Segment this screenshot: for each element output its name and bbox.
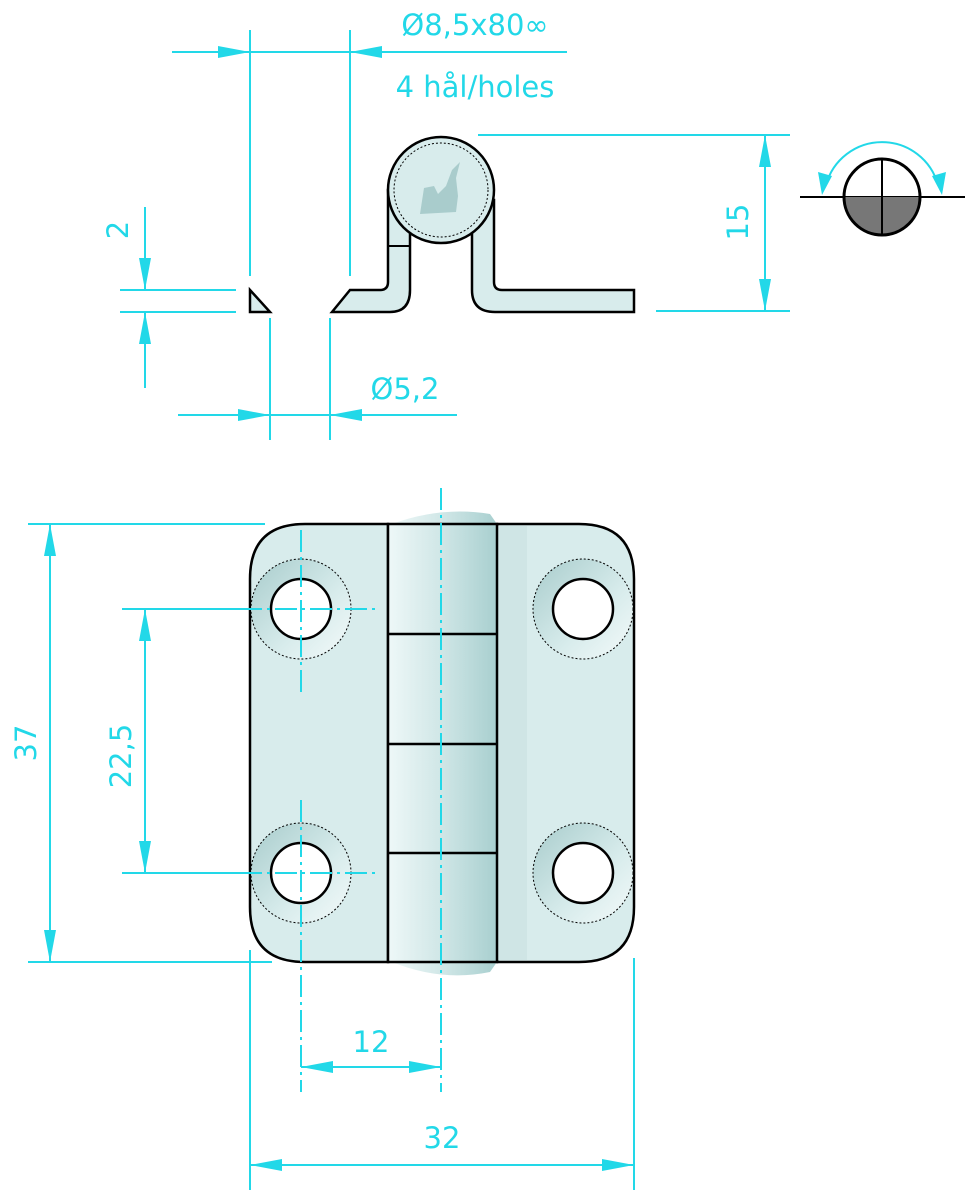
- hole-diameter-label: Ø5,2: [371, 372, 440, 406]
- knuckle-section: [386, 135, 496, 245]
- thickness-label: 2: [101, 221, 135, 239]
- dimension-hole-spec: Ø8,5x80∞ 4 hål/holes: [172, 8, 567, 276]
- brand-logo-icon: [420, 162, 460, 214]
- dimension-thickness-2: 2: [101, 207, 236, 388]
- dimension-hole-diameter: Ø5,2: [178, 318, 457, 440]
- leaf-tip-left: [248, 286, 273, 314]
- hole-count-label: 4 hål/holes: [396, 70, 555, 104]
- center-offset-label: 12: [353, 1025, 390, 1059]
- side-view: [248, 135, 636, 314]
- width-32-label: 32: [424, 1121, 461, 1155]
- height-37-label: 37: [9, 725, 43, 762]
- height-15-label: 15: [721, 204, 755, 241]
- mounting-hole: [532, 822, 634, 924]
- dimension-hole-spacing: 22,5: [104, 608, 240, 874]
- dimension-height-15: 15: [478, 134, 790, 312]
- right-leaf-section: [470, 198, 636, 314]
- hole-spec-label: Ø8,5x80∞: [401, 8, 548, 42]
- dimension-center-offset: 12: [301, 1025, 441, 1073]
- dimension-height-37: 37: [9, 523, 272, 963]
- front-view: [240, 488, 636, 1092]
- hole-spacing-label: 22,5: [104, 724, 138, 789]
- rotation-symbol-icon: [800, 141, 965, 237]
- dimension-width-32: 32: [249, 950, 635, 1190]
- mounting-hole: [532, 558, 634, 660]
